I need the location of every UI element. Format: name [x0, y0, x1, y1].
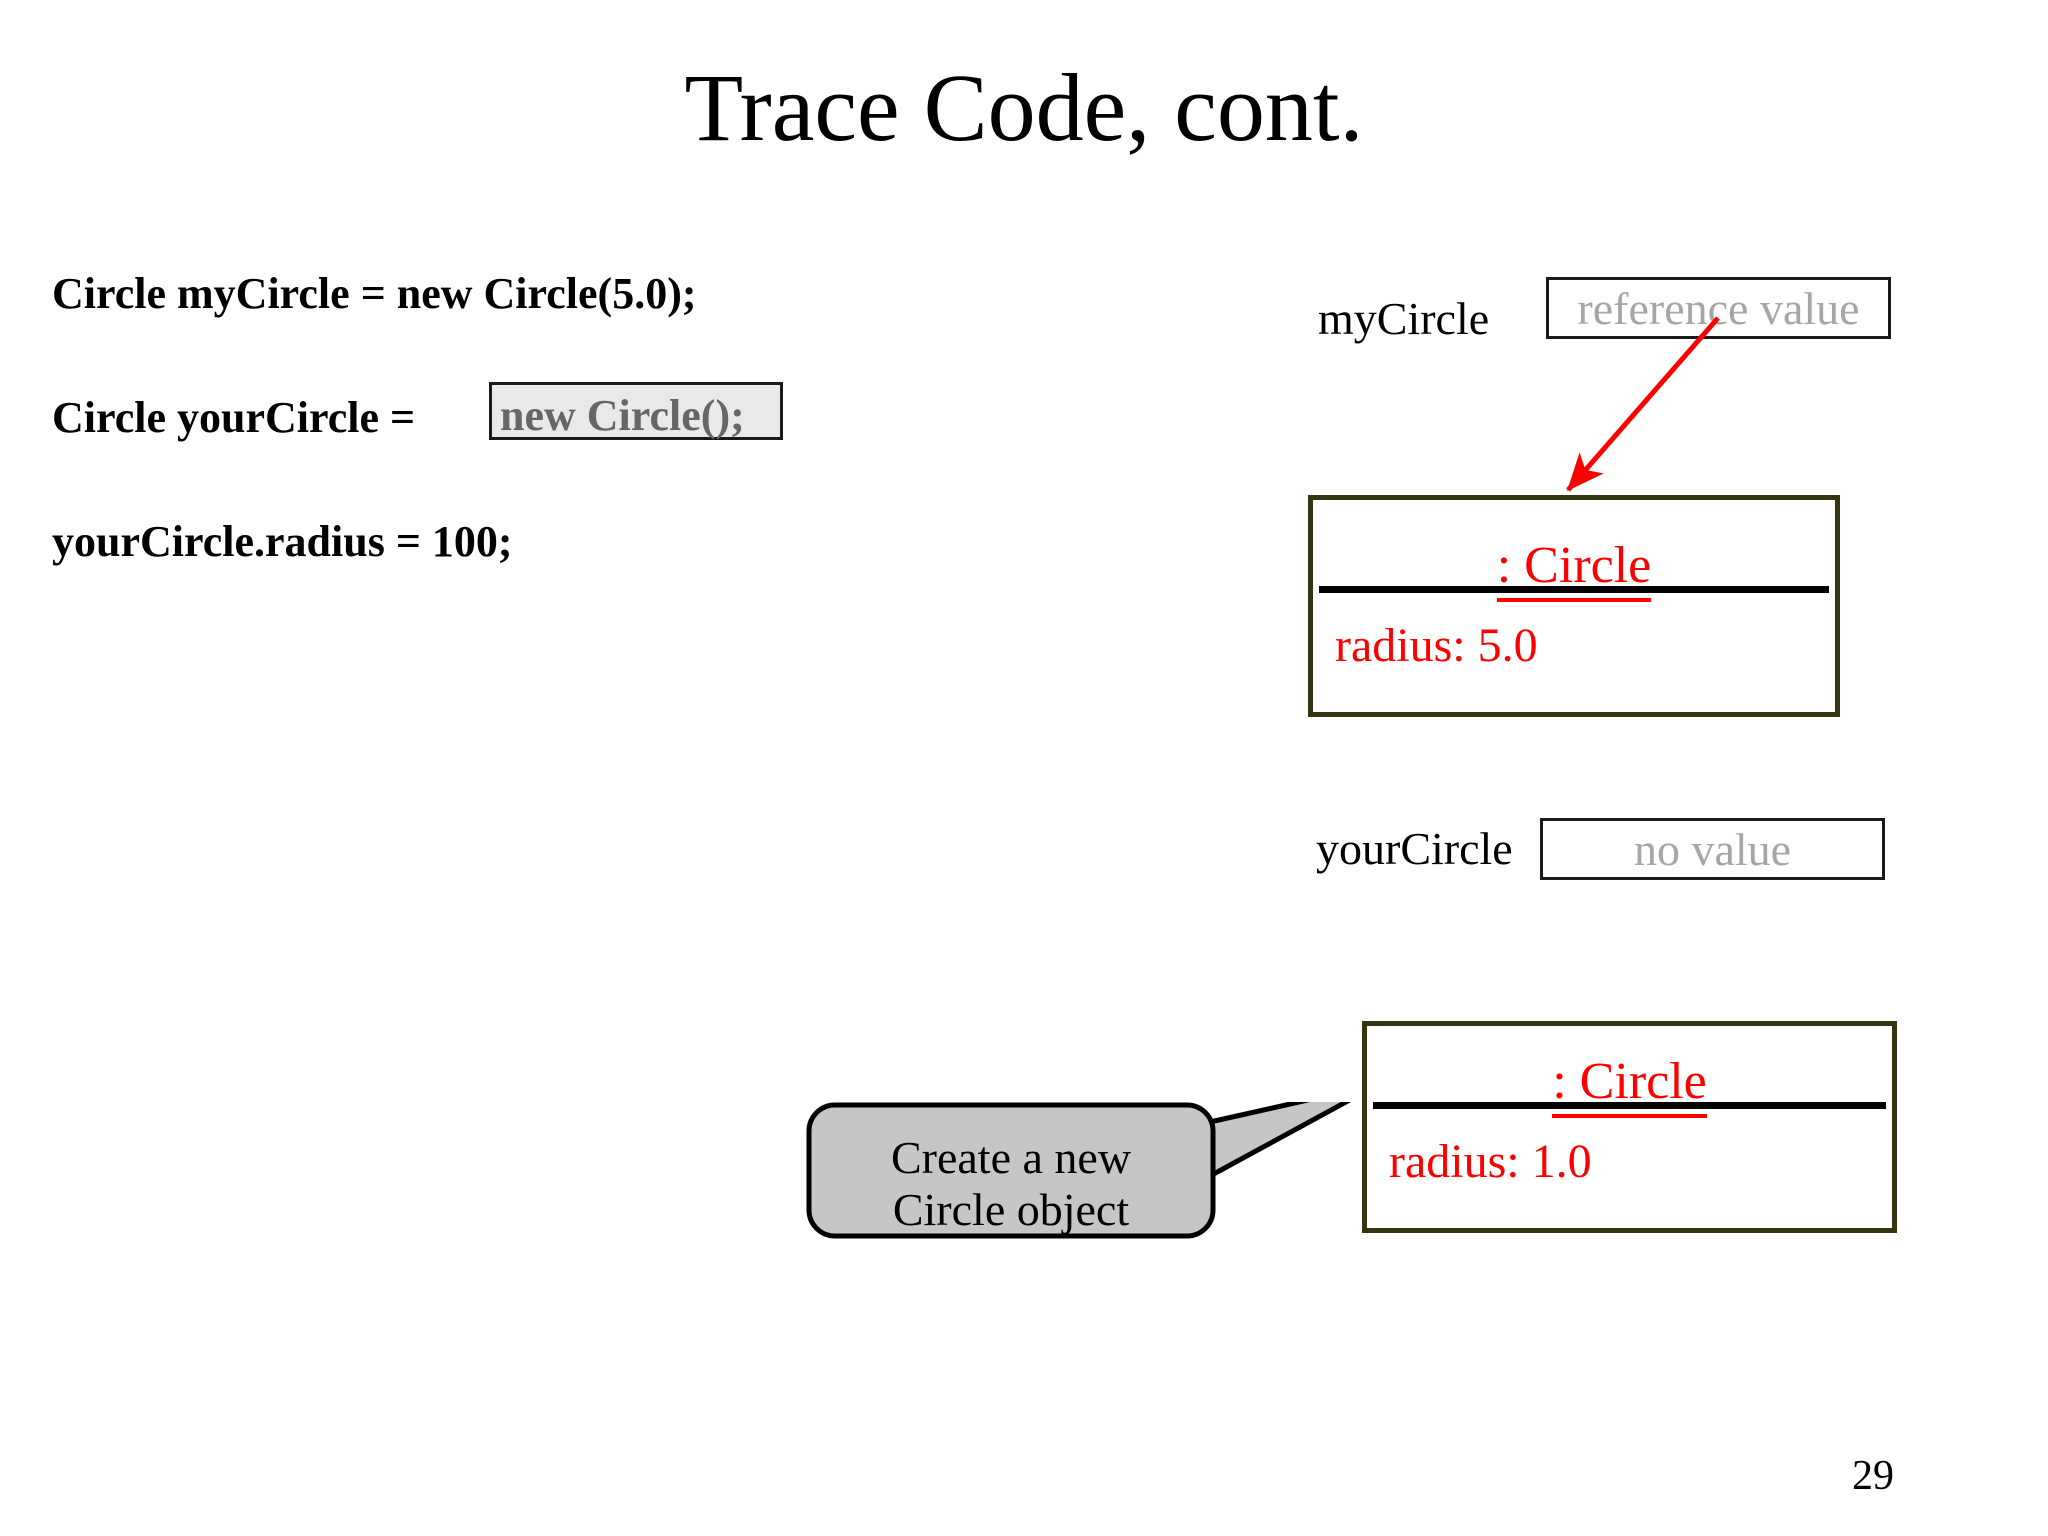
- variable-value-box-yourcircle: no value: [1540, 818, 1885, 880]
- page-title: Trace Code, cont.: [684, 54, 1364, 161]
- object-divider-1: [1319, 586, 1829, 593]
- code-line-1-text: Circle myCircle = new Circle(5.0);: [52, 269, 697, 318]
- code-line-1: Circle myCircle = new Circle(5.0);: [52, 272, 697, 316]
- callout-shape: [806, 1102, 1352, 1239]
- callout-text: Create a new Circle object: [806, 1132, 1216, 1235]
- code-highlight-box: [489, 382, 783, 440]
- callout-line-1: Create a new: [890, 1132, 1132, 1183]
- object-divider-2: [1373, 1102, 1886, 1109]
- callout-body: [806, 1102, 1216, 1239]
- variable-value-box-mycircle: reference value: [1546, 277, 1891, 339]
- code-line-2: Circle yourCircle =: [52, 396, 415, 440]
- variable-label-yourcircle: yourCircle: [1316, 823, 1513, 874]
- callout-balloon: Create a new Circle object: [806, 1102, 1406, 1272]
- code-highlight-text: new Circle();: [500, 391, 745, 440]
- variable-label-mycircle: myCircle: [1318, 293, 1490, 344]
- variable-value-mycircle: reference value: [1577, 282, 1860, 334]
- page-number: 29: [1852, 1453, 1894, 1499]
- object-title-circle-2: : Circle: [1367, 1053, 1892, 1118]
- callout-tail: [1207, 1102, 1352, 1181]
- variable-value-yourcircle: no value: [1633, 823, 1792, 875]
- code-line-3: yourCircle.radius = 100;: [52, 520, 513, 564]
- object-box-circle-1: : Circle radius: 5.0: [1308, 495, 1840, 717]
- object-field-radius-1: radius: 5.0: [1335, 619, 1538, 672]
- object-field-radius-2: radius: 1.0: [1389, 1135, 1592, 1188]
- object-title-circle-1: : Circle: [1313, 537, 1835, 602]
- object-box-circle-2: : Circle radius: 1.0: [1362, 1021, 1897, 1233]
- code-line-3-text: yourCircle.radius = 100;: [52, 517, 513, 566]
- callout-line-2: Circle object: [892, 1183, 1130, 1235]
- code-line-2-prefix: Circle yourCircle =: [52, 393, 416, 442]
